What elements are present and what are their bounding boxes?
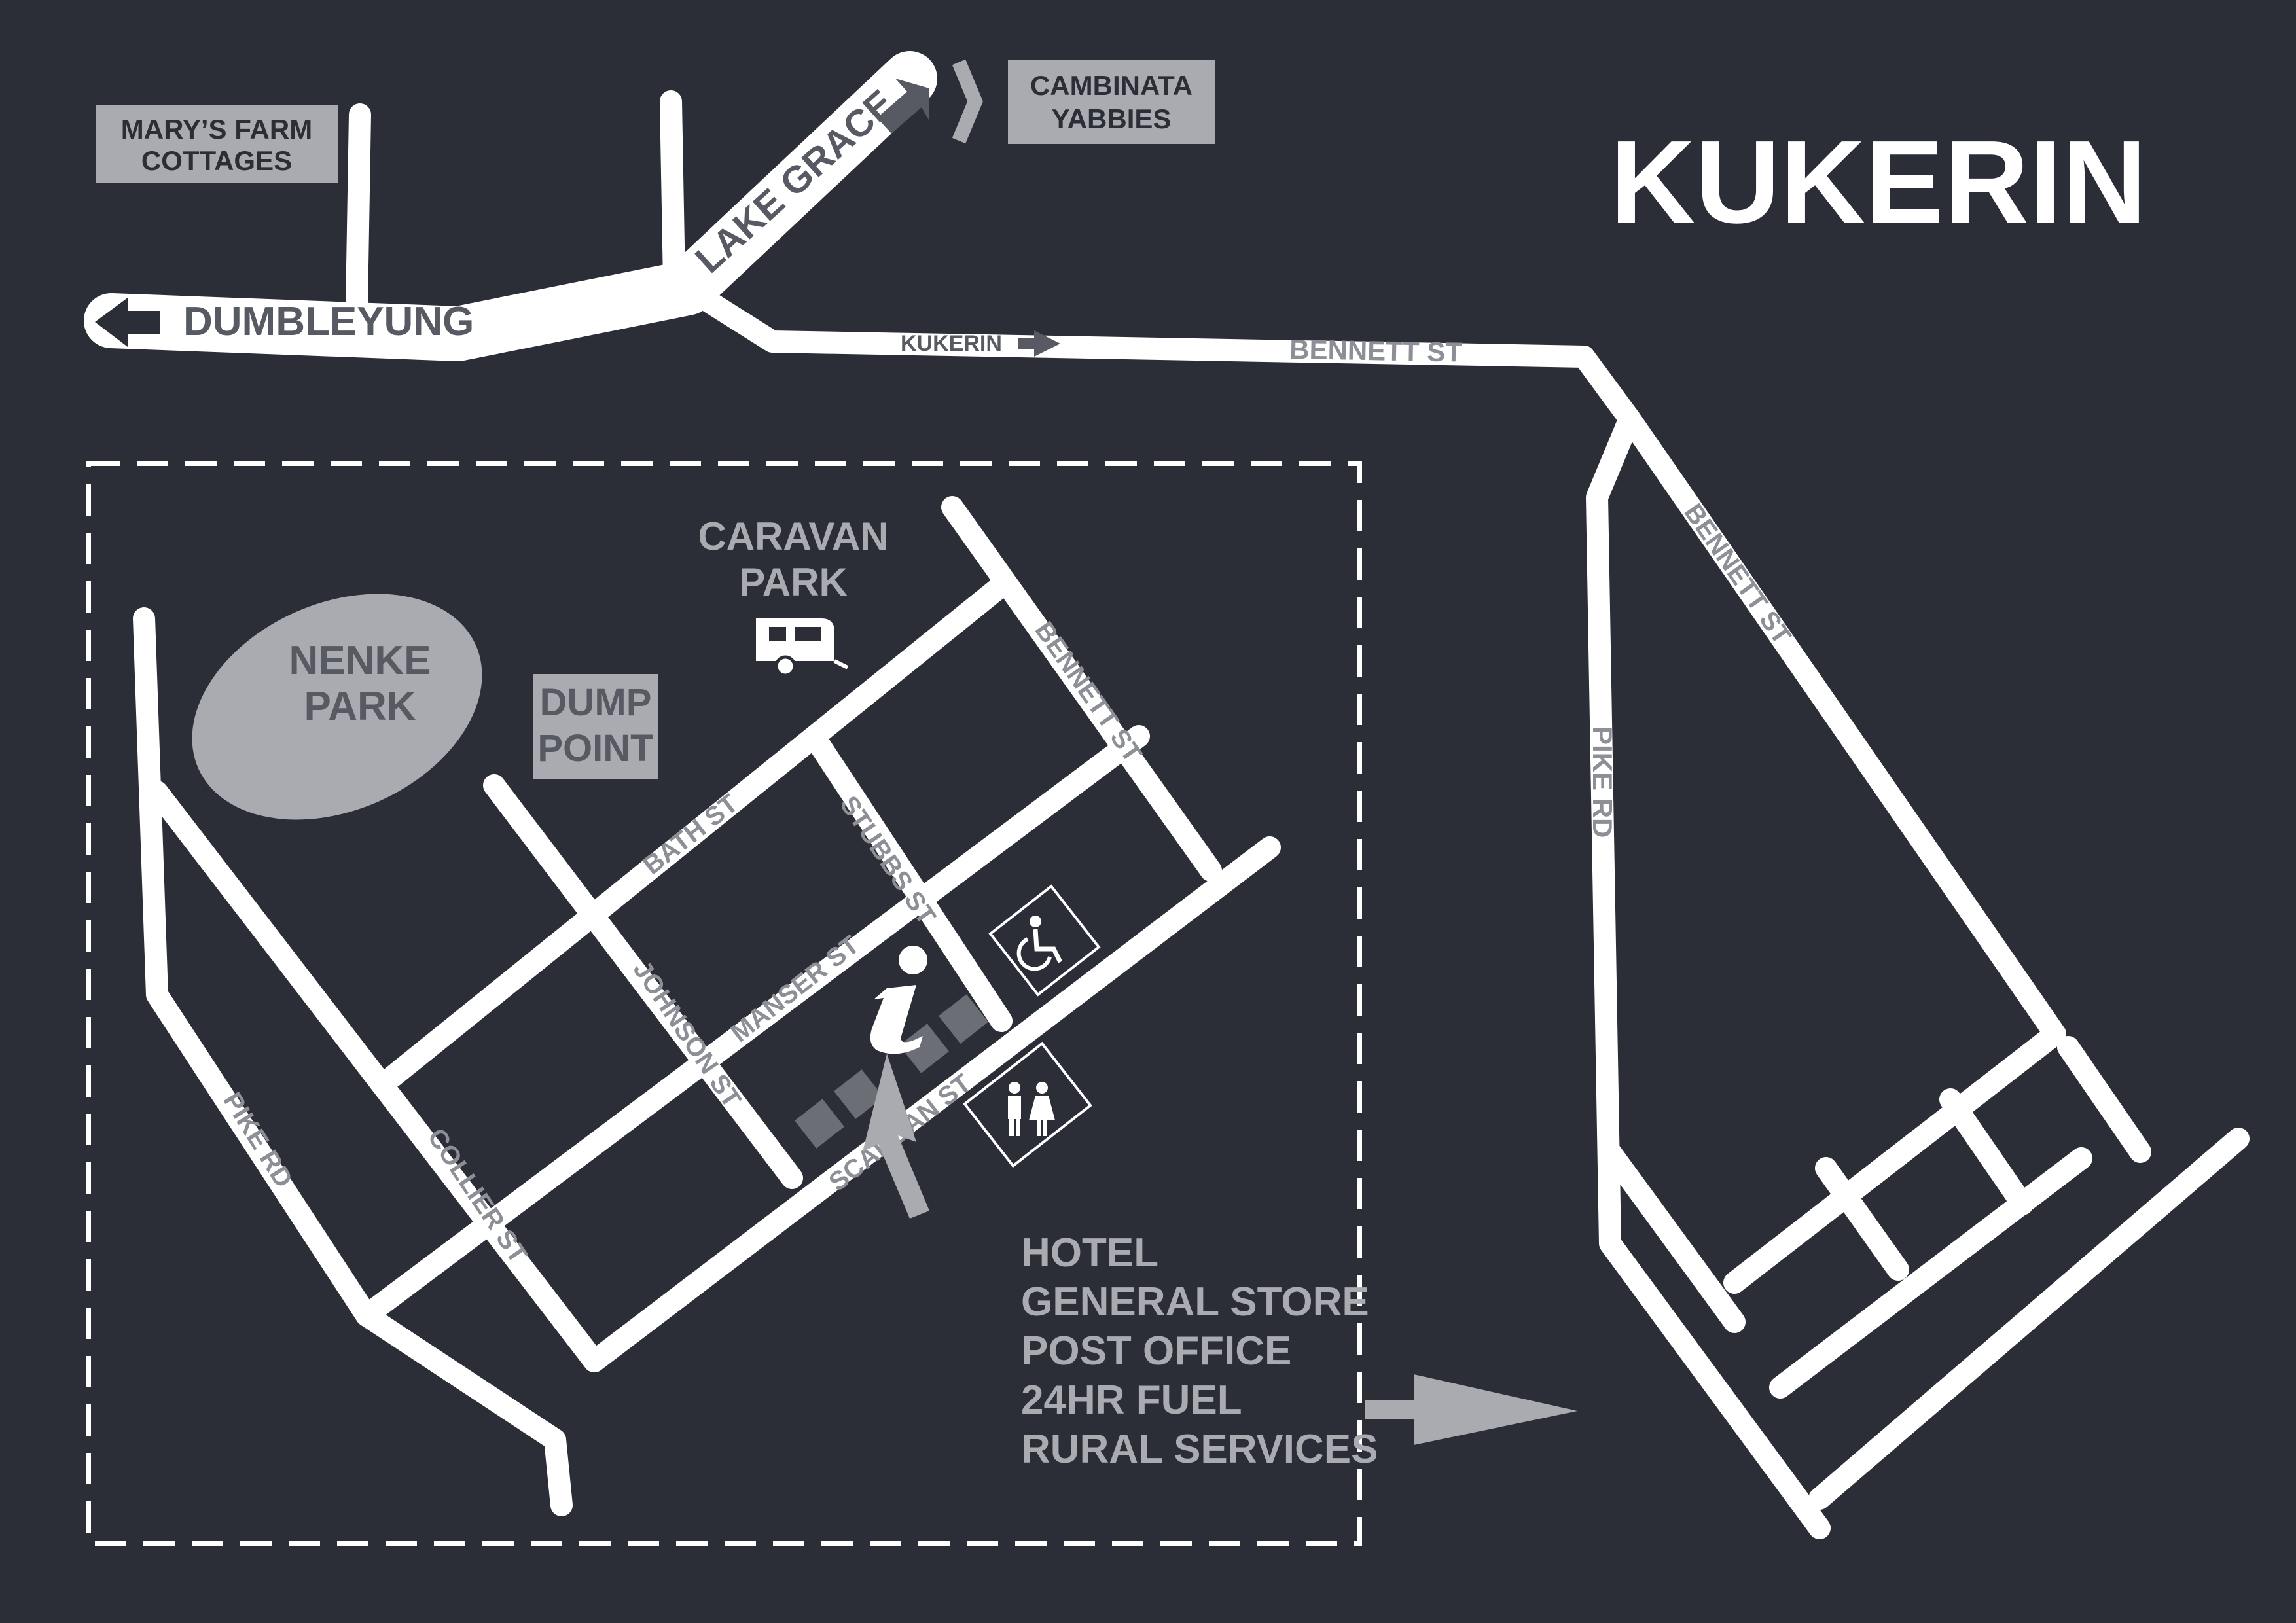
sign-cambinata-line2: YABBIES [1052,103,1172,134]
label-manser-st: MANSER ST [725,930,865,1048]
road-bennett-right [1619,408,2066,1045]
sign-cambinata-line1: CAMBINATA [1030,70,1193,101]
road-network [84,51,2250,1539]
service-item: RURAL SERVICES [1021,1427,1378,1472]
sign-marys-farm-line2: COTTAGES [141,145,292,176]
buildings [795,994,988,1149]
arrow-lake-grace [877,79,929,134]
service-item: GENERAL STORE [1021,1279,1369,1325]
dump-point-line2: POINT [537,727,653,770]
label-lake-grace: LAKE GRACE [687,82,902,281]
label-bath-st: BATH ST [637,789,743,881]
sign-marys-farm-line1: MARY’S FARM [121,114,312,145]
arrow-dumbleyung [95,298,160,347]
sign-marys-farm-cottages: MARY’S FARM COTTAGES [96,105,338,183]
highway-dumbleyung-lake-grace [84,51,937,361]
caravan-park-line2: PARK [739,560,848,604]
caravan-icon [756,618,849,677]
pointer-arrow [863,1054,929,1219]
label-bennett-st-top: BENNETT ST [1289,334,1463,368]
map-title: KUKERIN [1610,116,2147,248]
road-pike-right [1586,408,1831,1539]
services-arrow [1365,1374,1577,1445]
caravan-park-line1: CARAVAN [698,514,888,558]
info-icon [870,946,927,1054]
road-grid-town [133,496,1281,1516]
label-bennett-st-inner: BENNETT ST [1030,616,1147,768]
label-kukerin-arrow: KUKERIN [901,331,1002,356]
sign-cambinata-yabbies: CAMBINATA YABBIES [1008,60,1215,144]
dump-point-line1: DUMP [540,681,652,724]
label-stubbs-st: STUBBS ST [834,791,941,930]
road-bennett-top [676,277,1641,430]
label-pike-rd-right: PIKE RD [1587,726,1618,838]
dump-point: DUMP POINT [533,674,658,779]
service-item: POST OFFICE [1021,1329,1291,1374]
arrow-kukerin [1018,330,1060,357]
service-item: 24HR FUEL [1021,1378,1242,1423]
toilets-icon [963,1041,1092,1168]
services-list: HOTEL GENERAL STORE POST OFFICE 24HR FUE… [1021,1230,1378,1472]
road-spur-north [660,90,685,293]
nenke-park-line2: PARK [304,684,416,729]
road-grid-southeast [1599,1023,2250,1510]
chevron-right-icon [952,59,983,144]
service-item: HOTEL [1021,1230,1158,1275]
nenke-park-line1: NENKE [289,638,431,683]
nenke-park: NENKE PARK [192,594,482,820]
label-pike-rd-left: PIKE RD [217,1087,298,1192]
wheelchair-icon [988,884,1101,997]
town-centre-boundary [86,461,1362,1546]
label-bennett-st-right: BENNETT ST [1679,499,1797,650]
label-dumbleyung: DUMBLEYUNG [183,299,474,344]
road-marys-farm [346,103,371,315]
